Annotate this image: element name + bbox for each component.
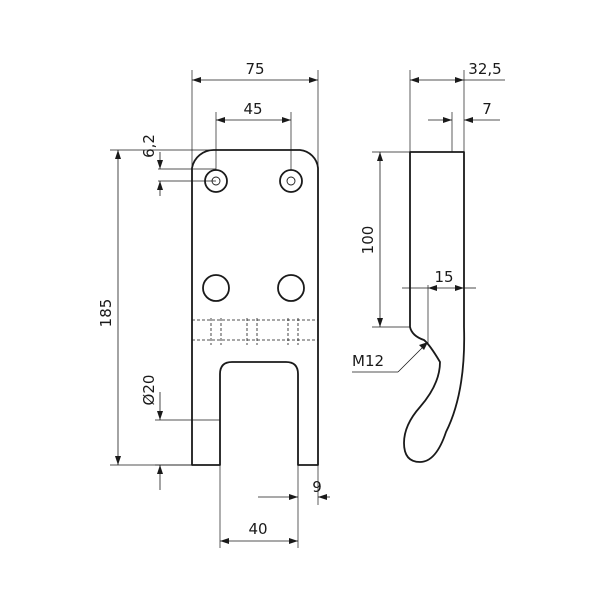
side-view: 32,5 7 100 15 xyxy=(352,60,505,463)
dim-height-185-label: 185 xyxy=(97,299,115,328)
dim-slot-40-label: 40 xyxy=(248,520,267,538)
dim-width-75-label: 75 xyxy=(245,60,264,78)
thread-callout: M12 xyxy=(352,342,428,373)
dim-hole-spacing-45: 45 xyxy=(216,100,291,123)
dim-bore-20: Ø20 xyxy=(140,375,163,490)
bracket-outline xyxy=(191,149,319,466)
dim-width-75: 75 xyxy=(192,60,318,83)
lower-hole-left xyxy=(202,274,230,302)
side-extension-lines xyxy=(372,70,465,345)
dim-hole-offset-6-2: 6,2 xyxy=(140,134,163,196)
dim-hole-spacing-45-label: 45 xyxy=(243,100,262,118)
dim-hole-offset-6-2-label: 6,2 xyxy=(140,134,158,158)
dim-depth-32-5: 32,5 xyxy=(410,60,505,83)
dim-depth-32-5-label: 32,5 xyxy=(468,60,501,78)
dim-bore-20-label: Ø20 xyxy=(140,375,158,406)
dim-length-100: 100 xyxy=(359,152,383,327)
dim-height-185: 185 xyxy=(97,150,121,465)
hidden-lines xyxy=(192,318,318,345)
front-view: 75 45 6,2 185 xyxy=(97,60,330,548)
dim-plate-7-label: 7 xyxy=(482,100,492,118)
dim-wall-9: 9 xyxy=(258,478,330,500)
thread-callout-label: M12 xyxy=(352,352,384,370)
hook-outline xyxy=(403,151,466,463)
lower-hole-right xyxy=(277,274,305,302)
dim-slot-40: 40 xyxy=(220,520,298,544)
dim-plate-7: 7 xyxy=(428,100,500,123)
upper-hole-right xyxy=(279,169,303,193)
dim-wall-9-label: 9 xyxy=(312,478,322,496)
dim-offset-15-label: 15 xyxy=(434,268,453,286)
front-extension-lines xyxy=(110,70,319,548)
dim-offset-15: 15 xyxy=(402,268,476,291)
dim-length-100-label: 100 xyxy=(359,226,377,255)
